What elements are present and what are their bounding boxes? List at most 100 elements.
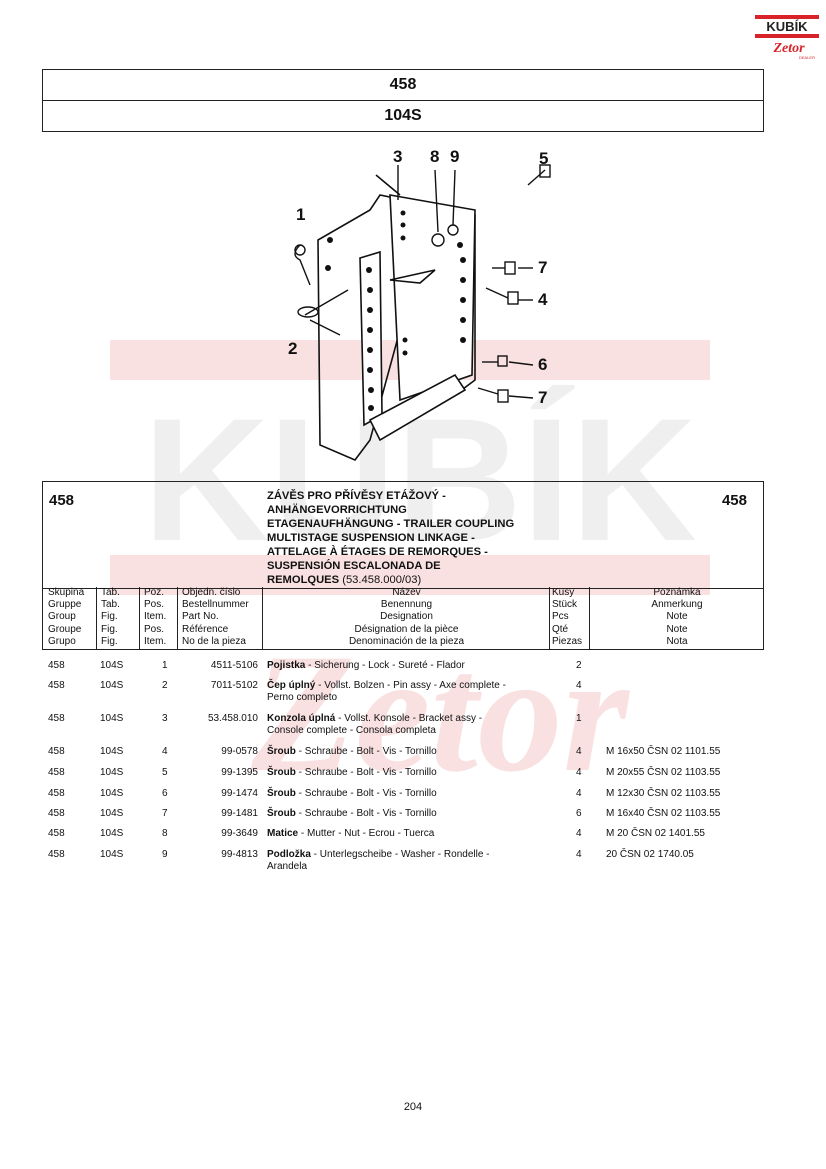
callout-1: 1	[296, 205, 305, 224]
column-header-label: Groupe	[48, 623, 82, 635]
trailer-coupling-diagram: 1 2 3 4 5 6 7 7 8 9	[288, 147, 551, 461]
cell-skupina: 458	[48, 849, 65, 860]
cell-name: Šroub - Schraube - Bolt - Vis - Tornillo	[267, 788, 547, 800]
callout-8: 8	[430, 147, 439, 166]
cell-part-number: 99-1474	[221, 788, 258, 799]
name-line-2: Perno completo	[267, 692, 338, 703]
svg-text:Zetor: Zetor	[250, 619, 631, 807]
name-line: Šroub - Schraube - Bolt - Vis - Tornillo	[267, 746, 547, 758]
cell-skupina: 458	[48, 788, 65, 799]
column-header-label: Objedn. číslo	[182, 587, 241, 598]
group-number-header: 458	[42, 69, 764, 101]
cell-poz: 1	[162, 660, 168, 671]
cell-tab: 104S	[100, 746, 124, 757]
callout-7b: 7	[538, 388, 547, 407]
column-header-label: No de la pieza	[182, 635, 246, 647]
callout-3: 3	[393, 147, 402, 166]
cell-poz: 6	[162, 788, 168, 799]
cell-part-number: 7011-5102	[210, 680, 258, 691]
cell-name: Matice - Mutter - Nut - Ecrou - Tuerca	[267, 828, 547, 840]
cell-skupina: 458	[48, 808, 65, 819]
name-rest: - Vollst. Konsole - Bracket assy -	[335, 713, 483, 724]
cell-name: Šroub - Schraube - Bolt - Vis - Tornillo	[267, 767, 547, 779]
svg-text:KUBÍK: KUBÍK	[766, 19, 808, 34]
col-poz: Poz.Pos.Item.Pos.Item.	[139, 587, 182, 649]
column-header-label: Skupina	[48, 587, 85, 598]
cell-skupina: 458	[48, 680, 65, 691]
column-header-label: Pcs	[552, 611, 569, 623]
column-header-label: Qté	[552, 623, 569, 635]
column-header-label: Pos.	[144, 623, 165, 635]
column-header-label: Stück	[552, 599, 578, 611]
column-header-label: Item.	[144, 635, 167, 647]
cell-skupina: 458	[48, 713, 65, 724]
cell-kusy: 4	[576, 680, 582, 691]
group-number-right: 458	[721, 492, 747, 509]
title-line: SUSPENSIÓN ESCALONADA DE	[267, 560, 441, 572]
cell-poz: 7	[162, 808, 168, 819]
column-header-label: Part No.	[182, 611, 219, 623]
cell-kusy: 4	[576, 746, 582, 757]
name-line-2: Arandela	[267, 861, 308, 872]
name-line: Čep úplný - Vollst. Bolzen - Pin assy - …	[267, 680, 547, 692]
callout-7a: 7	[538, 258, 547, 277]
column-header-label: Grupo	[48, 635, 76, 647]
name-line: Šroub - Schraube - Bolt - Vis - Tornillo	[267, 767, 547, 779]
name-line: Podložka - Unterlegscheibe - Washer - Ro…	[267, 849, 547, 861]
col-tab: Tab.Tab.Fig.Fig.Fig.	[96, 587, 145, 649]
callout-6: 6	[538, 355, 547, 374]
name-rest: - Schraube - Bolt - Vis - Tornillo	[295, 788, 437, 799]
name-line: Šroub - Schraube - Bolt - Vis - Tornillo	[267, 808, 547, 820]
name-bold: Šroub	[267, 808, 296, 819]
column-header-label: Pos.	[144, 599, 165, 611]
cell-part-number: 99-3649	[221, 828, 258, 839]
cell-name: Čep úplný - Vollst. Bolzen - Pin assy - …	[267, 680, 547, 704]
name-rest: - Sicherung - Lock - Sureté - Flador	[305, 660, 465, 671]
column-header-label: Název	[392, 587, 421, 598]
cell-poz: 9	[162, 849, 168, 860]
page-number: 204	[403, 1101, 423, 1113]
cell-kusy: 1	[576, 713, 582, 724]
column-header-label: Fig.	[101, 611, 118, 623]
name-rest: - Vollst. Bolzen - Pin assy - Axe comple…	[315, 680, 506, 691]
cell-kusy: 4	[576, 767, 582, 778]
name-bold: Šroub	[267, 788, 296, 799]
column-header-label: Poz.	[144, 587, 165, 598]
cell-skupina: 458	[48, 828, 65, 839]
cell-poz: 8	[162, 828, 168, 839]
cell-skupina: 458	[48, 660, 65, 671]
column-header-label: Designation	[380, 611, 433, 623]
cell-kusy: 2	[576, 660, 582, 671]
column-header-label: Gruppe	[48, 599, 82, 611]
cell-note: M 16x40 ČSN 02 1103.55	[606, 808, 721, 819]
name-line: Šroub - Schraube - Bolt - Vis - Tornillo	[267, 788, 547, 800]
cell-poz: 3	[162, 713, 168, 724]
column-header-label: Kusy	[552, 587, 575, 598]
column-header-label: Fig.	[101, 623, 118, 635]
column-header-label: Group	[48, 611, 76, 623]
cell-tab: 104S	[100, 680, 124, 691]
column-header-label: Tab.	[101, 587, 120, 598]
name-rest: - Schraube - Bolt - Vis - Tornillo	[295, 746, 437, 757]
name-bold: Čep úplný	[267, 680, 316, 691]
column-header-label: Référence	[182, 623, 229, 635]
cell-part-number: 99-0578	[221, 746, 258, 757]
cell-kusy: 4	[576, 788, 582, 799]
cell-note: M 20x55 ČSN 02 1103.55	[606, 767, 721, 778]
cell-kusy: 4	[576, 849, 582, 860]
column-header-label: Piezas	[552, 635, 583, 647]
name-line-2: Console complete - Consola completa	[267, 725, 436, 736]
group-number-left: 458	[49, 492, 75, 509]
cell-tab: 104S	[100, 767, 124, 778]
cell-part-number: 4511-5106	[210, 660, 258, 671]
title-last: REMOLQUES	[267, 574, 340, 586]
cell-poz: 2	[162, 680, 168, 691]
cell-name: Šroub - Schraube - Bolt - Vis - Tornillo	[267, 808, 547, 820]
name-rest: - Unterlegscheibe - Washer - Rondelle -	[310, 849, 490, 860]
title-line: ZÁVĚS PRO PŘÍVĚSY ETÁŽOVÝ -	[267, 490, 446, 502]
name-line: Konzola úplná - Vollst. Konsole - Bracke…	[267, 713, 547, 725]
svg-text:DEALER: DEALER	[799, 55, 815, 60]
